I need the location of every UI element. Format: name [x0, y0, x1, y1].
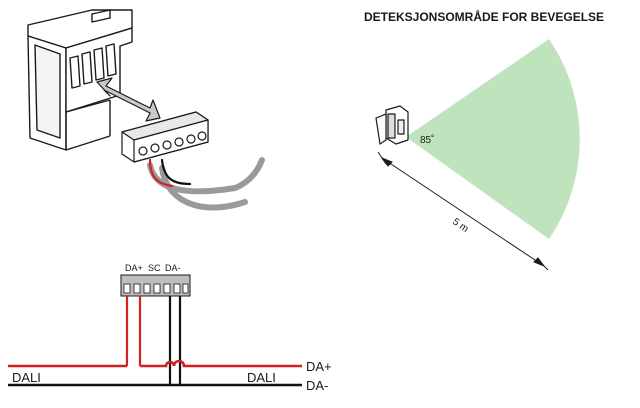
module-cables [147, 157, 265, 211]
dali-bus-wires [8, 359, 302, 387]
dali-label-right: DALI [247, 370, 276, 385]
terminal-block-icon [121, 111, 209, 163]
sensor-module-icon [27, 9, 133, 151]
plug-in-arrow-icon [96, 77, 161, 122]
detection-title: DETEKSJONSOMRÅDE FOR BEVEGELSE [364, 9, 604, 24]
terminal-drop-wires [125, 296, 182, 385]
detection-angle-label: 85˚ [420, 134, 434, 146]
bus-output-da-minus: DA- [306, 378, 328, 393]
terminal-label-sc: SC [148, 263, 161, 273]
dali-label-left: DALI [12, 370, 41, 385]
terminal-strip [120, 274, 191, 297]
terminal-label-da-minus: DA- [165, 263, 181, 273]
terminal-label-da-plus: DA+ [125, 263, 143, 273]
wall-sensor-icon [375, 105, 409, 145]
distance-dimension [377, 151, 549, 271]
detection-zone [406, 39, 580, 239]
bus-output-da-plus: DA+ [306, 359, 332, 374]
distance-label: 5 m [450, 216, 470, 235]
